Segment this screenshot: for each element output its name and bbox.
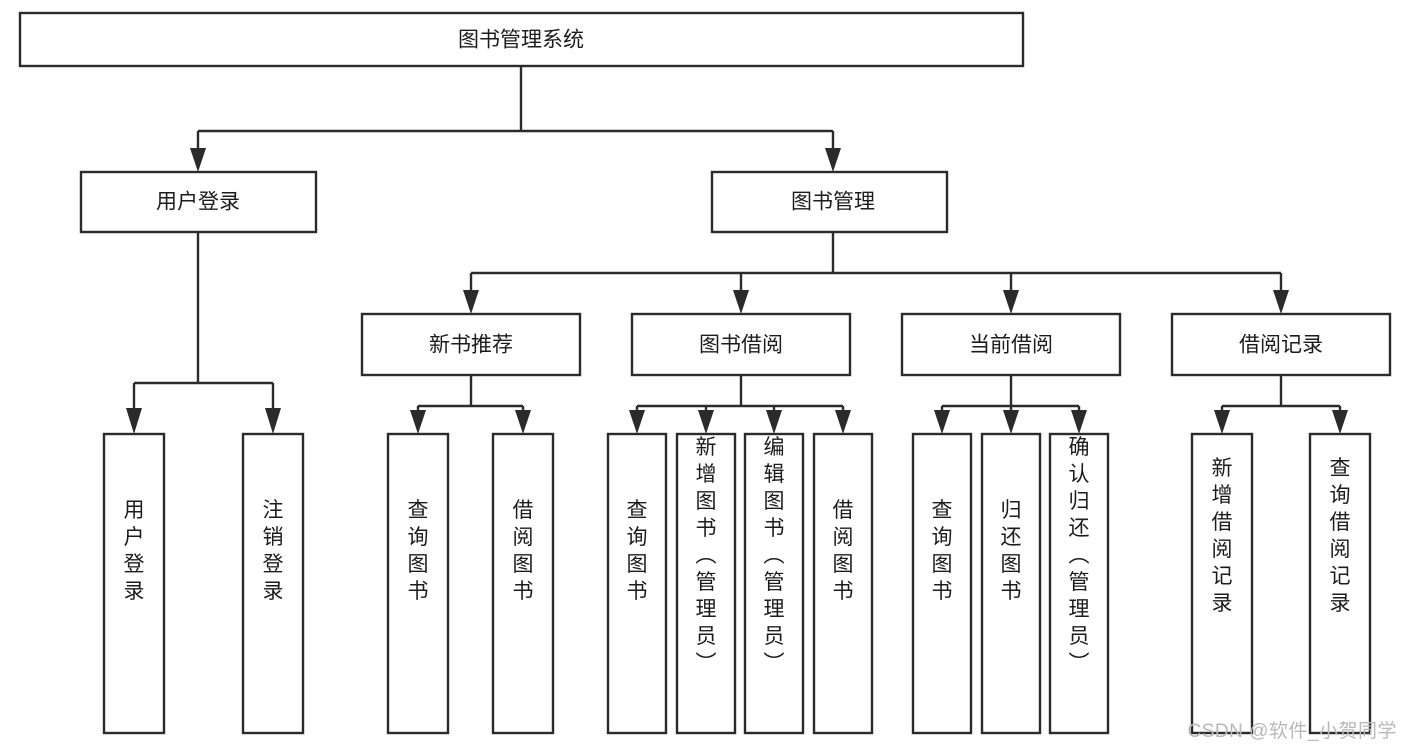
leaf-records-query-record-box — [1308, 432, 1372, 735]
node-book-borrow-box — [630, 312, 852, 377]
node-book-management[interactable]: 图书管理 — [710, 170, 949, 234]
arrow-head-icon — [1214, 410, 1230, 434]
connector-book-management-to-level3 — [463, 232, 1289, 314]
leaf-borrow-add-book-label: 新增图书︵管理员︶ — [696, 436, 717, 675]
arrow-head-icon — [934, 410, 950, 434]
leaf-newbook-query-book[interactable]: 查询图书 — [386, 432, 450, 735]
node-current-borrow-box — [900, 312, 1122, 377]
arrow-head-icon — [1273, 290, 1289, 314]
node-new-book-recommend[interactable]: 新书推荐 — [360, 312, 582, 377]
leaf-borrow-query-book-label: 查询图书 — [627, 499, 648, 603]
node-user-login-box — [79, 170, 318, 234]
leaf-newbook-query-book-label: 查询图书 — [408, 499, 429, 603]
arrow-head-icon — [1071, 410, 1087, 434]
arrow-head-icon — [629, 410, 645, 434]
leaf-user-login-label: 用户登录 — [124, 499, 145, 603]
leaf-records-query-record-label: 查询借阅记录 — [1330, 457, 1351, 615]
node-root-box — [18, 11, 1025, 68]
leaf-borrow-borrow-book[interactable]: 借阅图书 — [812, 432, 874, 735]
arrow-head-icon — [766, 410, 782, 434]
arrow-head-icon — [835, 410, 851, 434]
node-book-management-label: 图书管理 — [791, 191, 875, 214]
leaf-current-return-book-box — [980, 432, 1042, 735]
node-book-borrow-label: 图书借阅 — [699, 334, 783, 357]
node-root-system[interactable]: 图书管理系统 — [18, 11, 1025, 68]
arrow-head-icon — [1003, 290, 1019, 314]
leaf-newbook-borrow-book-label: 借阅图书 — [513, 499, 534, 603]
leaf-logout-box — [241, 432, 305, 735]
leaf-borrow-borrow-book-label: 借阅图书 — [833, 499, 854, 603]
leaf-current-confirm-return-box — [1048, 432, 1110, 735]
node-current-borrow-label: 当前借阅 — [969, 334, 1053, 357]
arrow-head-icon — [265, 408, 281, 434]
connector-new-book-to-leaves — [410, 375, 531, 434]
leaf-newbook-query-book-box — [386, 432, 450, 735]
leaf-records-add-record[interactable]: 新增借阅记录 — [1190, 432, 1254, 735]
leaf-borrow-borrow-book-box — [812, 432, 874, 735]
arrow-head-icon — [1003, 410, 1019, 434]
leaf-newbook-borrow-book-box — [491, 432, 555, 735]
leaf-borrow-edit-book-box — [743, 432, 805, 735]
arrow-head-icon — [410, 410, 426, 434]
node-new-book-recommend-label: 新书推荐 — [429, 334, 513, 357]
arrow-head-icon — [825, 148, 841, 172]
leaf-current-confirm-return[interactable]: 确认归还︵管理员︶ — [1048, 432, 1110, 735]
leaf-user-login-box — [102, 432, 166, 735]
leaf-current-query-book-label: 查询图书 — [932, 499, 953, 603]
node-user-login[interactable]: 用户登录 — [79, 170, 318, 234]
leaf-borrow-query-book-box — [606, 432, 668, 735]
leaf-current-query-book-box — [911, 432, 973, 735]
connector-book-borrow-to-leaves — [629, 375, 851, 434]
node-root-label: 图书管理系统 — [458, 29, 584, 52]
leaf-records-add-record-box — [1190, 432, 1254, 735]
leaf-current-query-book[interactable]: 查询图书 — [911, 432, 973, 735]
node-user-login-label: 用户登录 — [156, 191, 240, 214]
node-new-book-recommend-box — [360, 312, 582, 377]
arrow-head-icon — [515, 410, 531, 434]
node-borrow-records-box — [1170, 312, 1392, 377]
arrow-head-icon — [733, 290, 749, 314]
leaf-current-return-book[interactable]: 归还图书 — [980, 432, 1042, 735]
leaf-borrow-edit-book[interactable]: 编辑图书︵管理员︶ — [743, 432, 805, 735]
leaf-borrow-add-book[interactable]: 新增图书︵管理员︶ — [675, 432, 737, 735]
leaf-current-return-book-label: 归还图书 — [1001, 499, 1022, 603]
leaf-user-login[interactable]: 用户登录 — [102, 432, 166, 735]
leaf-logout-label: 注销登录 — [263, 499, 284, 603]
node-book-borrow[interactable]: 图书借阅 — [630, 312, 852, 377]
node-borrow-records-label: 借阅记录 — [1239, 334, 1323, 357]
leaf-records-add-record-label: 新增借阅记录 — [1212, 457, 1233, 615]
connector-root-to-level2 — [190, 66, 841, 172]
arrow-head-icon — [190, 148, 206, 172]
arrow-head-icon — [1332, 410, 1348, 434]
leaf-borrow-query-book[interactable]: 查询图书 — [606, 432, 668, 735]
csdn-watermark: CSDN @软件_小贺同学 — [1187, 721, 1397, 742]
leaf-borrow-add-book-box — [675, 432, 737, 735]
connector-current-borrow-to-leaves — [934, 375, 1087, 434]
connector-borrow-records-to-leaves — [1214, 375, 1348, 434]
arrow-head-icon — [698, 410, 714, 434]
node-borrow-records[interactable]: 借阅记录 — [1170, 312, 1392, 377]
leaf-borrow-edit-book-label: 编辑图书︵管理员︶ — [764, 436, 785, 675]
leaf-newbook-borrow-book[interactable]: 借阅图书 — [491, 432, 555, 735]
arrow-head-icon — [126, 408, 142, 434]
leaf-records-query-record[interactable]: 查询借阅记录 — [1308, 432, 1372, 735]
node-book-management-box — [710, 170, 949, 234]
connector-user-login-to-leaves — [126, 232, 281, 434]
leaf-logout[interactable]: 注销登录 — [241, 432, 305, 735]
node-current-borrow[interactable]: 当前借阅 — [900, 312, 1122, 377]
arrow-head-icon — [463, 290, 479, 314]
leaf-current-confirm-return-label: 确认归还︵管理员︶ — [1069, 436, 1090, 675]
